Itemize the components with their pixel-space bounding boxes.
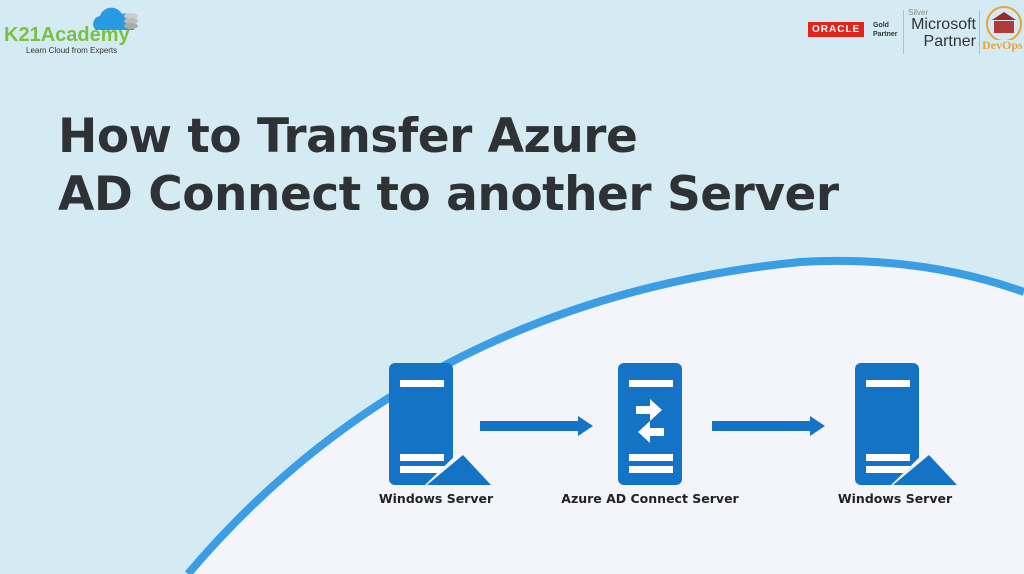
windows-server-icon [855,363,957,485]
brand-name: K21Academy [4,24,130,46]
oracle-partner: Partner [873,31,898,38]
azure-ad-connect-server-icon [618,363,682,485]
arrow-right-icon [480,416,593,436]
node-label: Windows Server [837,491,953,506]
ms-partner: Partner [923,33,976,50]
oracle-level: Gold [873,22,889,29]
windows-server-icon [389,363,491,485]
page-title: How to Transfer Azure AD Connect to anot… [58,108,839,224]
k21-cloud-logo-icon [93,7,138,30]
arrow-right-icon [712,416,825,436]
devops-institute-logo-icon [986,6,1022,40]
oracle-logo: ORACLE [808,22,865,37]
brand-tagline: Learn Cloud from Experts [26,46,118,55]
devops-label: DevOps [982,38,1023,52]
node-label: Azure AD Connect Server [561,491,739,506]
title-line-1: How to Transfer Azure [58,109,638,164]
ms-level: Silver [908,8,929,17]
divider [979,10,980,54]
divider [903,10,904,54]
node-label: Windows Server [378,491,494,506]
title-line-2: AD Connect to another Server [58,167,839,222]
ms-name: Microsoft [911,16,976,33]
